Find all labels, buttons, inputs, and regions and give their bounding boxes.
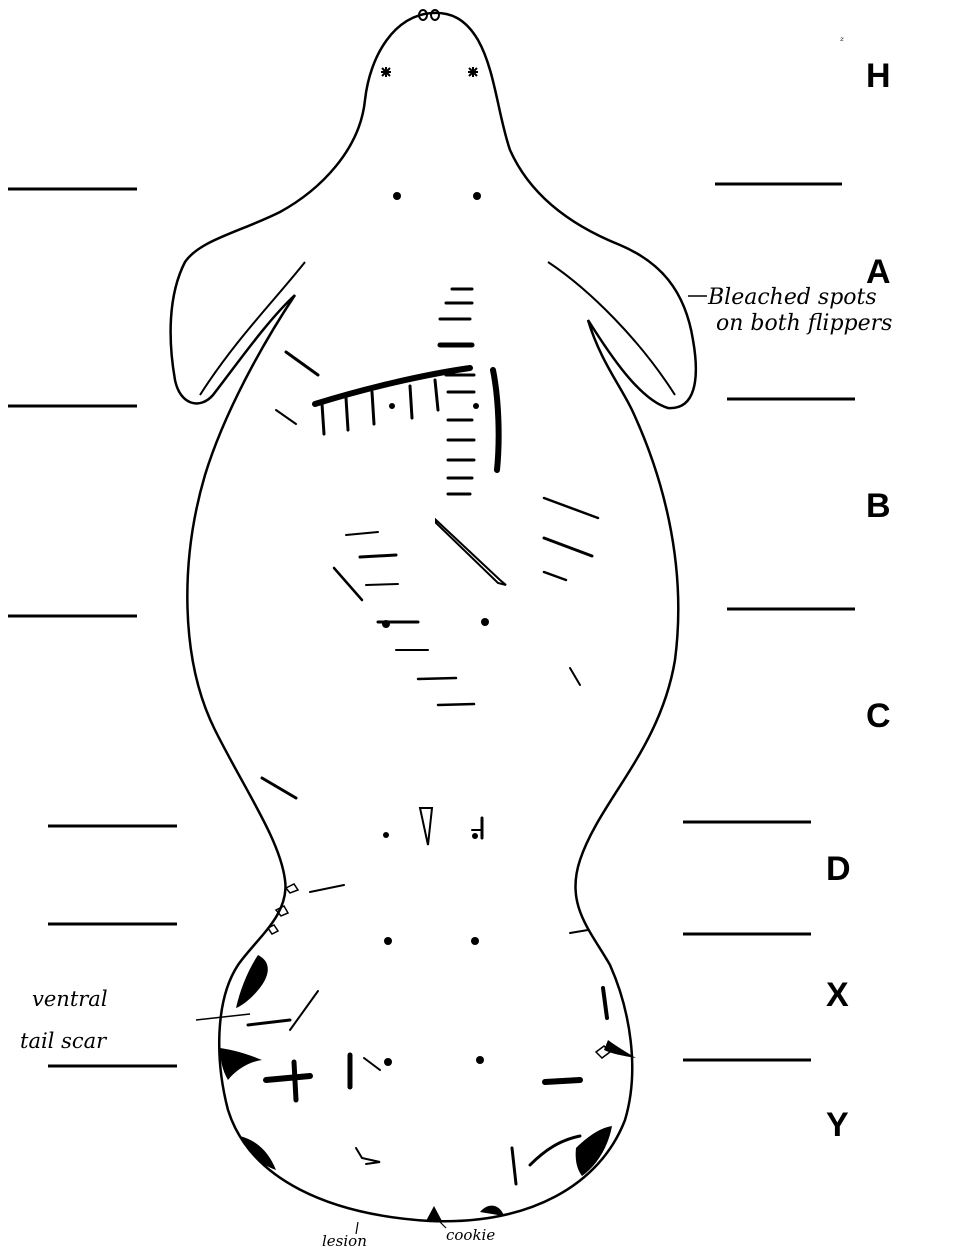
cookie-annotation: cookie [446,1226,495,1244]
tail-edge-patches [220,955,636,1221]
tail-scar-annotation-line1: ventral [32,987,108,1011]
region-label-d: D [826,850,851,888]
region-label-b: B [866,487,891,525]
stray-mark: ᶻ [839,34,845,48]
flipper-annotation-text-line2: on both flippers [716,311,892,336]
left-flipper-inner-line [200,262,305,395]
tail-scar-annotation: ventral tail scar [20,987,108,1053]
left-divider-lines [8,189,177,1066]
reference-dots [382,192,489,1066]
region-label-x: X [826,976,849,1014]
tail-scar-leader [196,1014,250,1020]
region-label-h: H [866,57,891,95]
flipper-annotation: Bleached spots on both flippers [707,285,892,336]
snout-marks [381,67,478,77]
tail-scar-annotation-line2: tail scar [20,1029,108,1053]
region-label-c: C [866,697,891,735]
region-label-y: Y [826,1106,849,1144]
flipper-annotation-text: Bleached spots [707,285,877,310]
manatee-body-outline [171,13,696,1221]
lesion-annotation: lesion [322,1232,367,1247]
back-scars [248,289,610,1184]
